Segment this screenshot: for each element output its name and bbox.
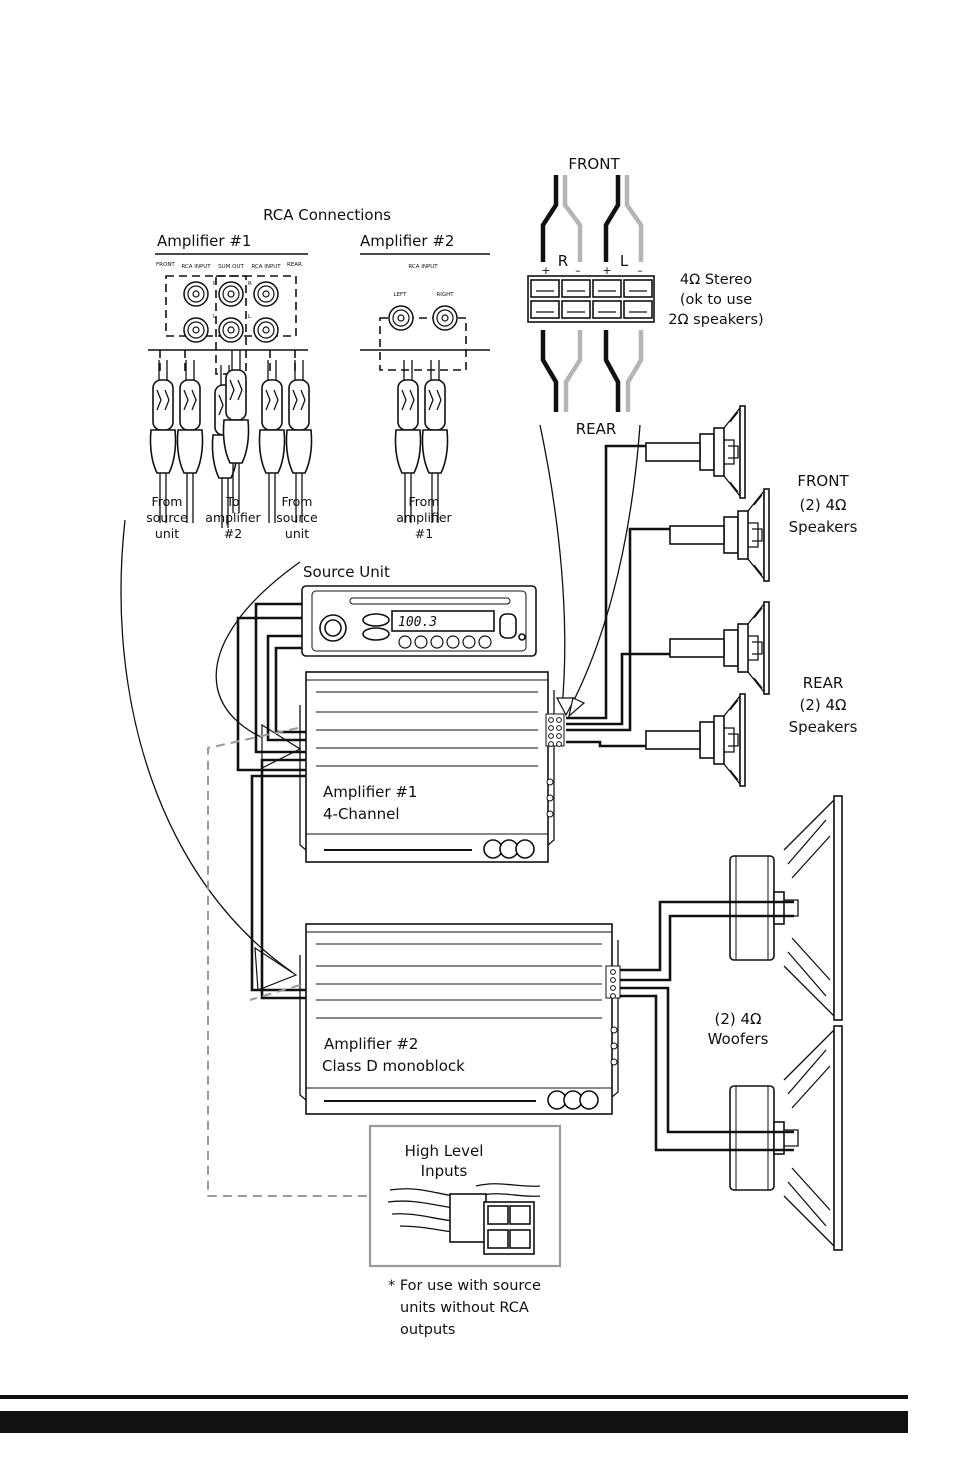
rear-label: REAR (287, 262, 302, 268)
speaker-label: (2) 4Ω (799, 696, 846, 714)
woofer-icon (729, 1025, 843, 1251)
amp2-rca-panel: Amplifier #2 RCA INPUT LEFT RIGHT From a… (360, 232, 490, 541)
woofer-label: Woofers (708, 1030, 769, 1048)
footer-bars (0, 1395, 908, 1433)
amp1-rca-title: Amplifier #1 (157, 232, 251, 250)
amp2-title: Amplifier #2 (324, 1035, 418, 1053)
high-level-note: outputs (400, 1322, 455, 1338)
woofer-label: (2) 4Ω (714, 1010, 761, 1028)
caption-line: From (409, 494, 440, 509)
speaker-icon (723, 601, 770, 695)
rca-jack (253, 281, 279, 307)
rca-input-label: RCA INPUT (181, 264, 211, 270)
source-wires (236, 602, 306, 1000)
rca-jack (218, 281, 244, 307)
caption-line: source (146, 510, 188, 525)
note-line: (ok to use (680, 292, 752, 308)
caption-line: #1 (415, 526, 433, 541)
woofers: (2) 4Ω Woofers (620, 795, 843, 1251)
source-unit: Source Unit 100.3 (301, 563, 537, 657)
note-line: 2Ω speakers) (668, 312, 763, 328)
rca-input-label: RCA INPUT (408, 264, 438, 270)
high-level-note: units without RCA (400, 1300, 529, 1316)
channel-r-label: R (213, 281, 217, 287)
channel-r-label: R (248, 281, 252, 287)
caption-line: unit (285, 526, 309, 541)
plus-label: + (541, 264, 550, 277)
speaker-label: (2) 4Ω (799, 496, 846, 514)
caption-line: amplifier (396, 510, 452, 525)
amplifier-2: Amplifier #2 Class D monoblock (299, 923, 621, 1115)
front-label: FRONT (156, 262, 175, 268)
caption-line: From (282, 494, 313, 509)
amplifier-1: Amplifier #1 4-Channel (299, 671, 565, 863)
high-level-note: * For use with source (388, 1278, 541, 1294)
amp2-rca-title: Amplifier #2 (360, 232, 454, 250)
amp1-subtitle: 4-Channel (323, 805, 400, 823)
channel-l-label: L (213, 314, 217, 320)
left-label: LEFT (394, 292, 408, 298)
speaker-terminal-block: FRONT R L + – + – REAR 4Ω Stereo (ok to … (527, 155, 764, 438)
channel-l-label: L (248, 314, 252, 320)
rca-jack (183, 281, 209, 307)
rear-label: REAR (576, 420, 617, 438)
speaker-label: REAR (803, 674, 844, 692)
rca-jack (253, 317, 279, 343)
sum-out-label: SUM OUT (218, 264, 244, 270)
minus-label: – (637, 264, 643, 277)
speaker-icon (699, 405, 746, 499)
callout-curves (120, 424, 641, 991)
caption-line: unit (155, 526, 179, 541)
speaker-wires (566, 442, 725, 750)
rear-speakers: REAR (2) 4Ω Speakers (699, 601, 858, 787)
rca-plug (222, 349, 250, 514)
l-label: L (620, 252, 629, 270)
rca-jack (432, 305, 458, 331)
woofer-icon (729, 795, 843, 1021)
note-line: 4Ω Stereo (680, 272, 752, 288)
caption-line: To (225, 494, 239, 509)
caption-line: source (276, 510, 318, 525)
caption-line: amplifier (205, 510, 261, 525)
high-level-title: High Level (405, 1142, 484, 1160)
minus-label: – (575, 264, 581, 277)
rca-title: RCA Connections (263, 206, 391, 224)
source-unit-label: Source Unit (303, 563, 390, 581)
high-level-inputs: High Level Inputs * For use with source … (207, 727, 562, 1338)
right-label: RIGHT (436, 292, 454, 298)
rca-input-label: RCA INPUT (251, 264, 281, 270)
plus-label: + (602, 264, 611, 277)
caption-line: From (152, 494, 183, 509)
amp1-rca-panel: Amplifier #1 FRONT REAR RCA INPUT SUM OU… (146, 232, 318, 541)
high-level-title: Inputs (421, 1162, 468, 1180)
front-speakers: FRONT (2) 4Ω Speakers (699, 405, 858, 582)
rca-jack (388, 305, 414, 331)
speaker-label: FRONT (797, 472, 849, 490)
amp2-subtitle: Class D monoblock (322, 1057, 465, 1075)
amp1-title: Amplifier #1 (323, 783, 417, 801)
front-label: FRONT (568, 155, 620, 173)
rca-jack (183, 317, 209, 343)
rca-connections: RCA Connections Amplifier #1 FRONT REAR … (146, 206, 490, 541)
rca-jack (218, 317, 244, 343)
radio-display: 100.3 (398, 615, 437, 630)
r-label: R (558, 252, 568, 270)
speaker-label: Speakers (789, 718, 858, 736)
speaker-icon (723, 488, 770, 582)
speaker-icon (699, 693, 746, 787)
speaker-label: Speakers (789, 518, 858, 536)
caption-line: #2 (224, 526, 242, 541)
